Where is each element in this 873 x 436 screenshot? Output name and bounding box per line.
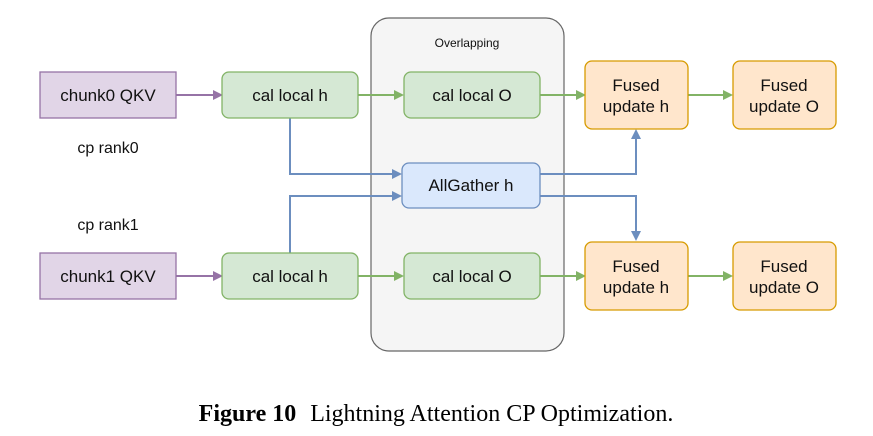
node-fused-update-o-rank0-line2: update O [749,97,819,116]
edge-cal-h0-to-allgather [289,118,402,179]
figure-caption: Figure 10 Lightning Attention CP Optimiz… [199,401,674,427]
node-allgather-h-label: AllGather h [428,176,513,195]
node-cal-local-o-rank1-label: cal local O [432,267,511,286]
node-fused-update-o-rank1-line2: update O [749,278,819,297]
node-allgather-h: AllGather h [401,162,541,209]
node-fused-update-h-rank1-line2: update h [603,278,669,297]
node-fused-update-h-rank0-line1: Fused [612,76,659,95]
node-chunk0-label: chunk0 QKV [60,86,156,105]
node-fused-update-h-rank1: Fused update h [584,241,689,311]
overlapping-group-label: Overlapping [435,36,500,50]
node-cal-local-h-rank1: cal local h [221,252,359,300]
edge-allgather-to-fused-h1 [540,195,641,241]
figure-caption-text: Lightning Attention CP Optimization. [310,401,673,427]
node-fused-update-h-rank0: Fused update h [584,60,689,130]
node-cal-local-h-rank0: cal local h [221,71,359,119]
node-fused-update-o-rank0: Fused update O [732,60,837,130]
figure-caption-label: Figure 10 [199,401,297,427]
node-cal-local-h-rank1-label: cal local h [252,267,328,286]
edge-cal-h1-to-allgather [289,191,402,253]
rank1-label: cp rank1 [77,217,138,234]
node-cal-local-o-rank1: cal local O [403,252,541,300]
edges [176,90,733,281]
node-chunk1-label: chunk1 QKV [60,267,156,286]
edge-allgather-to-fused-h0 [540,129,641,175]
node-fused-update-o-rank1: Fused update O [732,241,837,311]
node-fused-update-o-rank1-line1: Fused [760,257,807,276]
rank0-label: cp rank0 [77,140,138,157]
node-cal-local-o-rank0-label: cal local O [432,86,511,105]
node-chunk1: chunk1 QKV [39,252,177,300]
node-fused-update-h-rank0-line2: update h [603,97,669,116]
node-fused-update-h-rank1-line1: Fused [612,257,659,276]
node-cal-local-h-rank0-label: cal local h [252,86,328,105]
node-fused-update-o-rank0-line1: Fused [760,76,807,95]
node-chunk0: chunk0 QKV [39,71,177,119]
node-cal-local-o-rank0: cal local O [403,71,541,119]
